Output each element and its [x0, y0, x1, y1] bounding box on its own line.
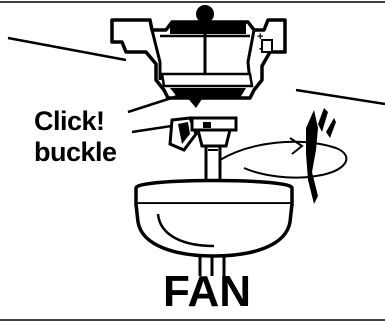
- fan-motor-housing: [136, 181, 292, 257]
- ceiling-line-right: [296, 90, 385, 104]
- bracket-lower-plate: [162, 74, 252, 86]
- bracket-minus-mark: -: [259, 40, 263, 55]
- callout-pointer-upper: [128, 92, 190, 112]
- downrod-coupling: [192, 118, 236, 146]
- downrod: [206, 146, 220, 182]
- hand-icon: [306, 108, 336, 204]
- rotation-arrowhead: [290, 138, 302, 154]
- bracket-notch: [186, 96, 204, 108]
- bracket-bottom-lip: [170, 88, 246, 98]
- click-buckle-callout: Click! buckle: [34, 106, 117, 168]
- bracket-side-tab: [262, 40, 272, 52]
- callout-line-buckle: buckle: [34, 137, 117, 168]
- callout-line-click: Click!: [34, 106, 117, 137]
- rotation-arrow: [220, 142, 346, 178]
- fan-label: FAN: [163, 268, 251, 316]
- bracket-shaded-band: [170, 23, 246, 34]
- ceiling-line-left: [8, 38, 126, 60]
- mounting-bracket: + -: [112, 5, 285, 108]
